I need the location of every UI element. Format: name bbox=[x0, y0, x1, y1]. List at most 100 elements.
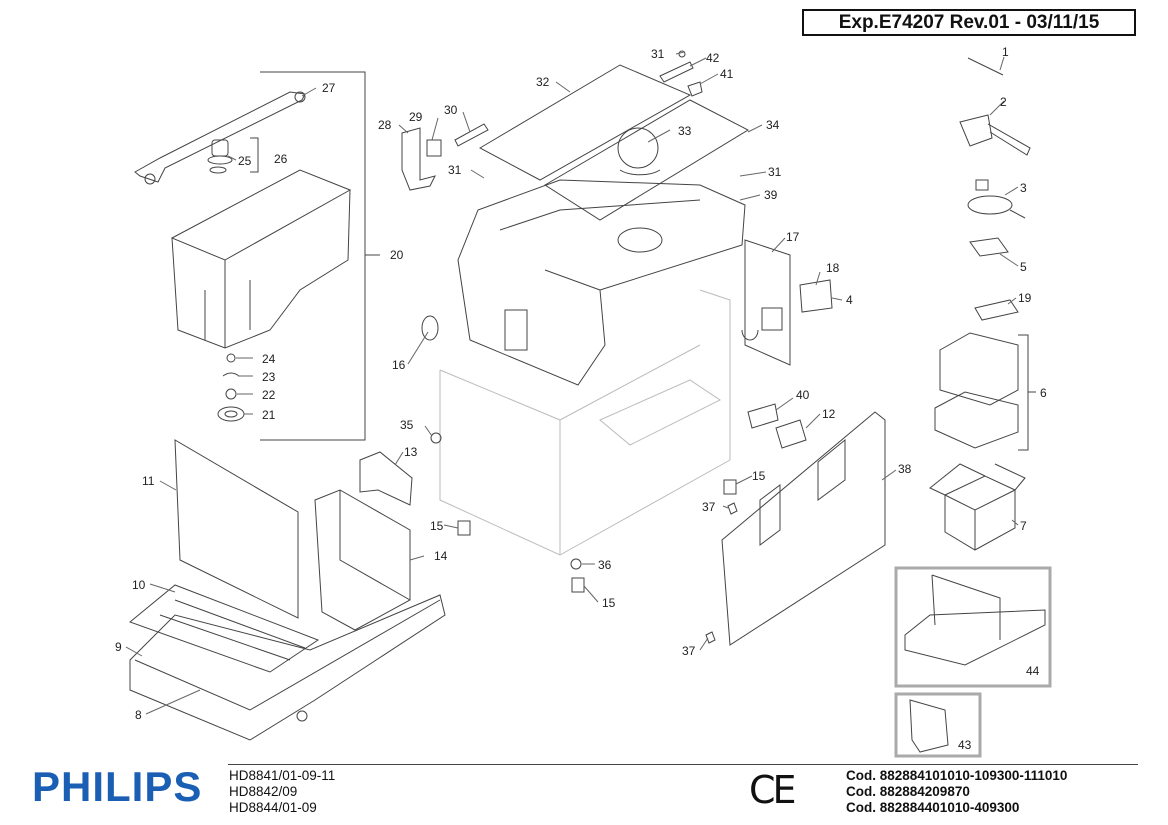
callout-11: 11 bbox=[142, 474, 155, 488]
callout-40: 40 bbox=[796, 388, 810, 402]
callout-5: 5 bbox=[1020, 260, 1027, 274]
callout-29: 29 bbox=[409, 110, 423, 124]
callout-21: 21 bbox=[262, 408, 276, 422]
part-36-plug bbox=[570, 558, 582, 570]
callout-22: 22 bbox=[262, 388, 276, 402]
part-7-carton bbox=[929, 463, 1026, 551]
part-28-30-hinge bbox=[401, 123, 489, 191]
code-list: Cod. 882884101010-109300-111010 Cod. 882… bbox=[846, 768, 1067, 816]
part-15-foot bbox=[571, 577, 585, 593]
part-17-board bbox=[741, 239, 791, 366]
part-37-clip bbox=[727, 502, 738, 515]
part-3-power-cord bbox=[967, 179, 1026, 219]
part-41-42-clips bbox=[659, 50, 703, 97]
frame-ghost bbox=[439, 289, 731, 556]
callout-13: 13 bbox=[404, 445, 418, 459]
part-10-grid bbox=[129, 584, 320, 673]
part-39-main-housing bbox=[457, 179, 746, 386]
part-35-plug bbox=[430, 432, 442, 444]
part-19-label bbox=[974, 299, 1019, 321]
model-number: HD8842/09 bbox=[229, 784, 298, 799]
brand-logo: PHILIPS bbox=[32, 763, 203, 810]
callout-19: 19 bbox=[1018, 291, 1032, 305]
part-15-foot bbox=[723, 479, 737, 495]
callout-31b: 31 bbox=[448, 163, 462, 177]
part-1-pin bbox=[967, 57, 1004, 76]
callout-3: 3 bbox=[1020, 181, 1027, 195]
callout-7: 7 bbox=[1020, 519, 1027, 533]
part-27-handle bbox=[134, 91, 306, 185]
callout-26: 26 bbox=[274, 152, 288, 166]
part-16-gear bbox=[421, 315, 439, 341]
part-25-26-float bbox=[207, 139, 233, 174]
part-32-lid bbox=[478, 64, 692, 181]
group-bracket-26 bbox=[250, 137, 259, 173]
footer-rule bbox=[228, 764, 1138, 765]
group-bracket-20 bbox=[260, 71, 366, 441]
callout-38: 38 bbox=[898, 462, 912, 476]
callout-31a: 31 bbox=[651, 47, 665, 61]
callout-37a: 37 bbox=[702, 500, 716, 514]
callout-23: 23 bbox=[262, 370, 276, 384]
callout-2: 2 bbox=[1000, 95, 1007, 109]
callout-6: 6 bbox=[1040, 386, 1047, 400]
callout-44: 44 bbox=[1026, 664, 1040, 678]
callout-35: 35 bbox=[400, 418, 414, 432]
group-bracket-6 bbox=[1018, 334, 1029, 451]
kit-box-43 bbox=[894, 692, 982, 758]
callout-43: 43 bbox=[958, 738, 972, 752]
part-43-grounds-kit bbox=[909, 699, 949, 753]
callout-10: 10 bbox=[132, 578, 146, 592]
part-12-connector bbox=[775, 419, 807, 449]
model-number: HD8841/01-09-11 bbox=[229, 768, 336, 783]
part-13-holder bbox=[359, 451, 413, 506]
callout-24: 24 bbox=[262, 352, 276, 366]
callout-16: 16 bbox=[392, 358, 406, 372]
callout-20: 20 bbox=[390, 248, 404, 262]
part-21-24-valve bbox=[217, 353, 245, 422]
model-number: HD8844/01-09 bbox=[229, 800, 317, 815]
callout-34: 34 bbox=[766, 118, 780, 132]
part-6-packaging-insert bbox=[934, 332, 1019, 449]
document-reference: Exp.E74207 Rev.01 - 03/11/15 bbox=[838, 11, 1100, 33]
part-44-drip-kit bbox=[904, 574, 1046, 666]
callout-39: 39 bbox=[764, 188, 778, 202]
document-reference-box: Exp.E74207 Rev.01 - 03/11/15 bbox=[802, 9, 1136, 36]
part-2-scoop bbox=[959, 114, 1031, 156]
part-18-board bbox=[799, 279, 833, 313]
ce-mark: CE bbox=[749, 768, 797, 812]
callout-42: 42 bbox=[706, 51, 720, 65]
callout-17: 17 bbox=[786, 230, 800, 244]
part-15-foot bbox=[457, 520, 471, 536]
part-11-front-panel bbox=[174, 439, 299, 619]
kit-box-44 bbox=[894, 566, 1052, 688]
callout-30: 30 bbox=[444, 103, 458, 117]
part-9-8-drip-tray bbox=[129, 594, 446, 741]
callout-9: 9 bbox=[115, 640, 122, 654]
product-code: Cod. 882884209870 bbox=[846, 784, 970, 799]
product-code: Cod. 882884401010-409300 bbox=[846, 800, 1020, 815]
callout-32: 32 bbox=[536, 75, 550, 89]
callout-12: 12 bbox=[822, 407, 836, 421]
callout-15c: 15 bbox=[602, 596, 616, 610]
part-14-grounds-container bbox=[314, 489, 411, 631]
callout-4: 4 bbox=[846, 293, 853, 307]
callout-1: 1 bbox=[1002, 45, 1009, 59]
model-list: HD8841/01-09-11 HD8842/09 HD8844/01-09 bbox=[229, 768, 335, 816]
callout-8: 8 bbox=[135, 708, 142, 722]
callout-15b: 15 bbox=[752, 469, 766, 483]
callout-36: 36 bbox=[598, 558, 612, 572]
callout-14: 14 bbox=[434, 549, 448, 563]
callout-27: 27 bbox=[322, 81, 336, 95]
callout-25: 25 bbox=[238, 154, 252, 168]
leader-lines bbox=[125, 51, 1019, 715]
part-20-water-tank bbox=[170, 169, 352, 349]
callout-41: 41 bbox=[720, 67, 734, 81]
part-5-brush bbox=[969, 237, 1009, 257]
part-38-side-panel bbox=[721, 411, 886, 646]
callout-28: 28 bbox=[378, 118, 392, 132]
callout-31c: 31 bbox=[768, 165, 782, 179]
callout-15a: 15 bbox=[430, 519, 444, 533]
callout-18: 18 bbox=[826, 261, 840, 275]
